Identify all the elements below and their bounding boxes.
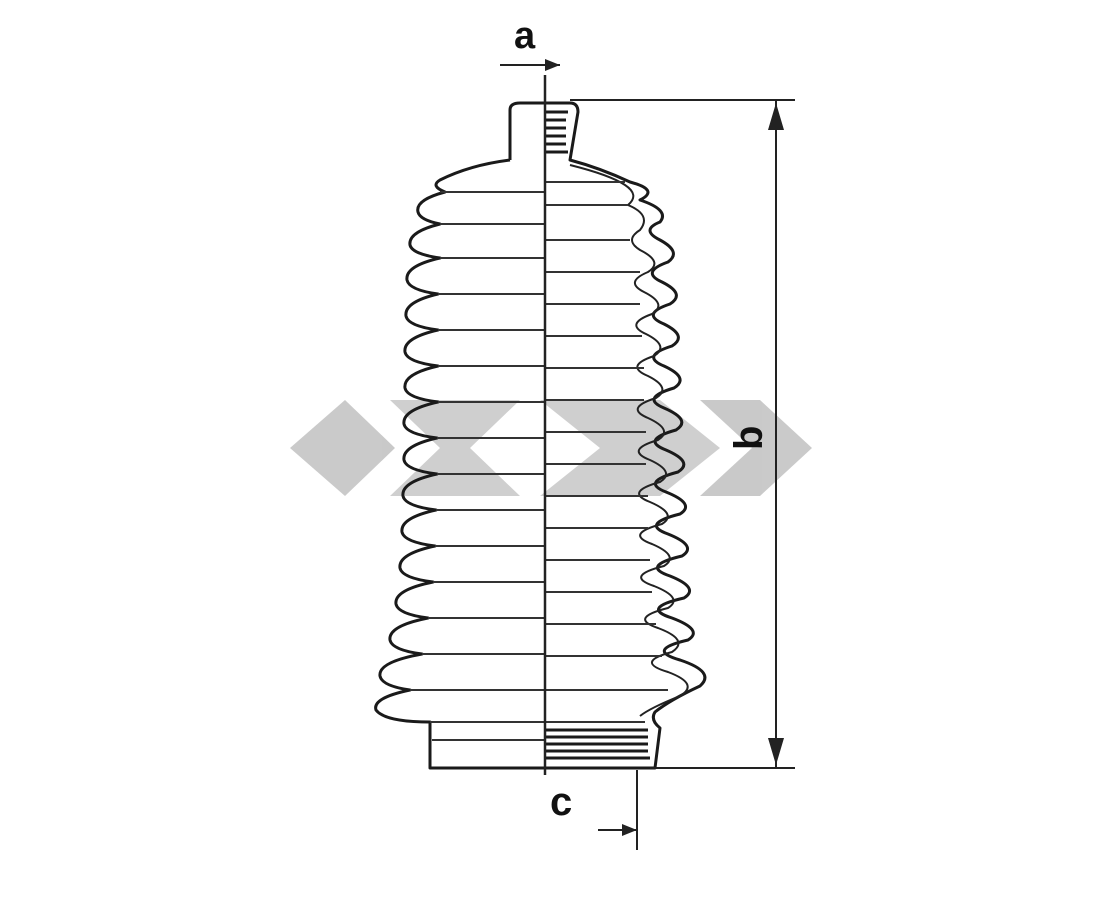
top-neck-thread bbox=[545, 110, 568, 154]
dimension-b-label: b bbox=[727, 426, 771, 450]
dimension-c-label: c bbox=[550, 780, 572, 824]
bottom-collar-thread bbox=[545, 728, 650, 760]
dimension-a-label: a bbox=[514, 15, 536, 57]
dimension-b: b bbox=[570, 99, 795, 769]
bellows-right-half bbox=[545, 101, 707, 770]
dimension-a: a bbox=[500, 15, 560, 71]
bellows-left-half bbox=[374, 101, 545, 770]
dimension-c: c bbox=[550, 770, 638, 850]
